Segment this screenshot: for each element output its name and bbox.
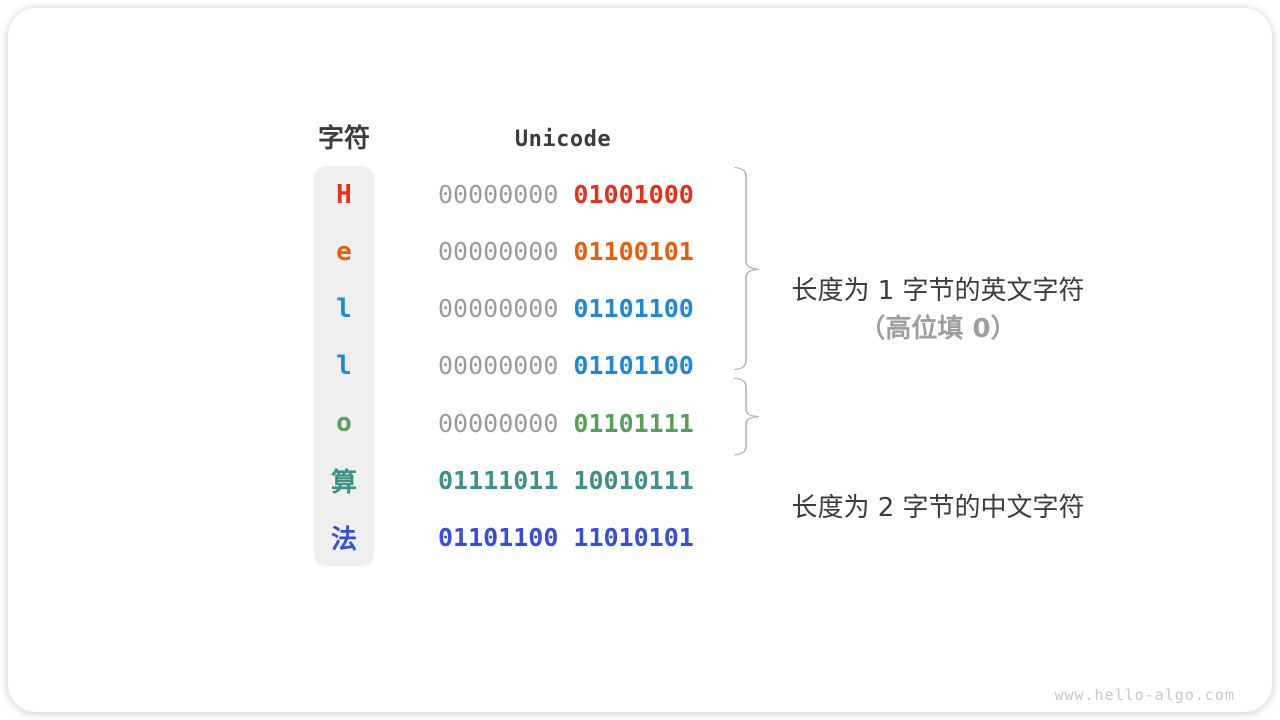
binary-high-byte: 00000000: [438, 408, 559, 438]
char-column-header: 字符: [317, 124, 370, 154]
char-cell: o: [336, 408, 352, 439]
binary-low-byte: 01101100: [573, 294, 694, 324]
binary-row: 00000000 01101111: [438, 395, 708, 452]
char-cell: 法: [330, 524, 357, 555]
binary-low-byte: 11010101: [573, 522, 694, 552]
binary-high-byte: 00000000: [438, 180, 559, 210]
figure-card: 字符 Unicode H e l l o 算 法 00000000 010010…: [8, 8, 1272, 712]
binary-low-byte: 01100101: [573, 237, 694, 267]
binary-high-byte: 00000000: [438, 351, 559, 381]
binary-row: 01101100 11010101: [438, 509, 708, 566]
annotation-english-chars: 长度为 1 字节的英文字符 （高位填 0）: [768, 272, 1108, 348]
binary-row: 00000000 01100101: [438, 223, 708, 280]
binary-low-byte: 01101100: [573, 351, 694, 381]
binary-row: 00000000 01101100: [438, 280, 708, 337]
char-column: H e l l o 算 法: [314, 166, 374, 566]
char-cell: l: [336, 293, 352, 324]
annotation-chinese-chars: 长度为 2 字节的中文字符: [768, 489, 1108, 527]
annotation-chinese-line1: 长度为 2 字节的中文字符: [791, 493, 1085, 523]
watermark-url: www.hello-algo.com: [1054, 686, 1235, 704]
binary-low-byte: 01101111: [573, 408, 694, 438]
binary-row: 01111011 10010111: [438, 452, 708, 509]
annotation-english-line1: 长度为 1 字节的英文字符: [791, 276, 1085, 306]
brace-english-group: [734, 166, 760, 371]
binary-row: 00000000 01101100: [438, 337, 708, 394]
binary-high-byte: 00000000: [438, 237, 559, 267]
binary-row: 00000000 01001000: [438, 166, 708, 223]
brace-chinese-group: [734, 377, 760, 456]
char-cell: H: [336, 179, 352, 210]
binary-high-byte: 01111011: [438, 465, 559, 495]
binary-low-byte: 01001000: [573, 180, 694, 210]
char-cell: l: [336, 350, 352, 381]
binary-low-byte: 10010111: [573, 465, 694, 495]
group-braces: [734, 166, 760, 456]
annotation-english-line2: （高位填 0）: [859, 314, 1017, 344]
unicode-column-header: Unicode: [514, 127, 612, 152]
binary-high-byte: 01101100: [438, 522, 559, 552]
char-cell: e: [336, 236, 352, 267]
binary-high-byte: 00000000: [438, 294, 559, 324]
char-cell: 算: [330, 467, 357, 498]
unicode-binary-column: 00000000 01001000 00000000 01100101 0000…: [438, 166, 708, 566]
